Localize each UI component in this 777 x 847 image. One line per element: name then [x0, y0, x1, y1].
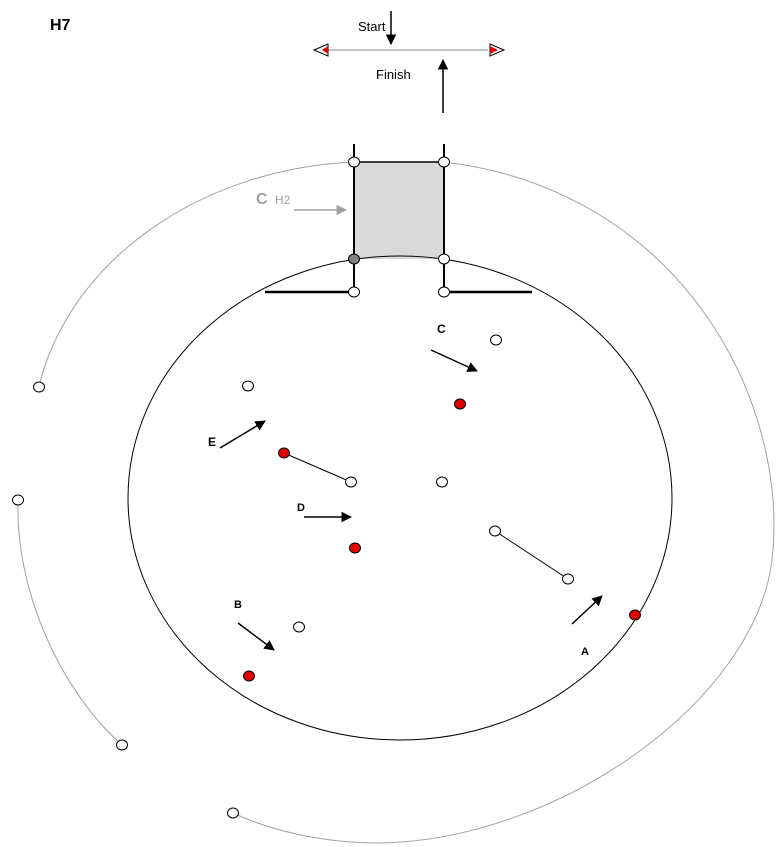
outer-arc-top [38, 161, 355, 387]
arrow-a [571, 595, 603, 625]
outer-mark-2 [12, 494, 24, 506]
leg-label-e: E [208, 435, 216, 449]
outer-mark-1 [33, 381, 45, 393]
gate-box [354, 162, 444, 259]
mark-white-b [293, 621, 305, 633]
link-e [283, 452, 352, 483]
mark-white-e [242, 380, 254, 392]
outer-mark-3 [116, 739, 128, 751]
start-flag-left [312, 43, 329, 57]
leg-label-d: D [297, 502, 305, 514]
mark-red-a [629, 609, 641, 621]
arrow-b [237, 622, 275, 651]
mark-white-a-start [489, 525, 501, 537]
inner-arena [127, 255, 673, 741]
gate-mark-bottom-right [438, 286, 450, 298]
link-a [494, 530, 569, 580]
mark-red-e [278, 447, 290, 459]
arrow-e [219, 420, 266, 449]
start-label: Start [358, 19, 386, 34]
mark-white-c [490, 334, 502, 346]
mark-red-b [243, 670, 255, 682]
arrow-c [430, 349, 478, 372]
mark-red-d [349, 542, 361, 554]
gate-note-sub: H2 [275, 193, 291, 207]
gate-mark-bottom-left [348, 286, 360, 298]
gate-note-letter: C [256, 191, 268, 208]
gate-mark-mid-left [348, 253, 360, 265]
leg-label-a: A [581, 646, 589, 658]
mark-red-c [454, 398, 466, 410]
gate-mark-top-right [438, 156, 450, 168]
mark-white-center-left [345, 476, 357, 488]
diagram-title: H7 [50, 17, 71, 34]
finish-label: Finish [376, 67, 411, 82]
leg-label-b: B [234, 599, 242, 611]
leg-label-c: C [437, 322, 446, 336]
gate-mark-top-left [348, 156, 360, 168]
mark-white-a-end [562, 573, 574, 585]
mark-white-center-right [436, 476, 448, 488]
start-flag-right [489, 43, 506, 57]
outer-mark-4 [227, 807, 239, 819]
gate-mark-mid-right [438, 253, 450, 265]
outer-arc-left [17, 499, 123, 746]
outer-arc-right [232, 161, 775, 844]
